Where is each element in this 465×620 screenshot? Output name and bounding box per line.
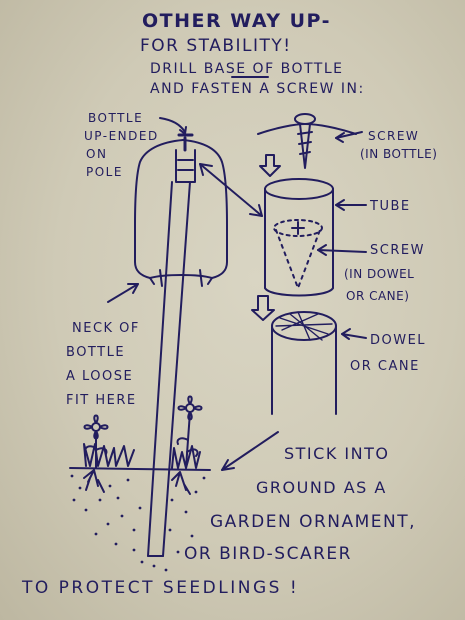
heading-line-3: DRILL BASE OF BOTTLE [150, 62, 343, 76]
label-neck-1: NECK OF [72, 321, 140, 336]
screw-drawing [257, 113, 357, 169]
soil-dots [70, 474, 206, 572]
label-dowel-2: OR CANE [350, 359, 420, 374]
label-screw-dowel-3: OR CANE) [346, 289, 410, 303]
label-bottle-4: POLE [86, 165, 123, 179]
label-dowel-1: DOWEL [370, 333, 427, 348]
label-bottle-1: BOTTLE [88, 111, 144, 125]
heading-drill: DRILL [150, 61, 204, 77]
label-bottle-3: ON [86, 147, 108, 161]
label-screw-dowel-2: (IN DOWEL [344, 267, 415, 281]
footer-line-5: TO PROTECT SEEDLINGS ! [22, 578, 300, 598]
footer-line-2: GROUND AS A [256, 478, 387, 497]
label-screw-dowel-1: SCREW [370, 243, 425, 258]
footer-line-4: OR BIRD-SCARER [184, 544, 352, 564]
dowel-drawing [271, 311, 337, 415]
pole-drawing [147, 181, 191, 557]
footer-line-3: GARDEN ORNAMENT, [210, 512, 417, 532]
ground-drawing [69, 395, 211, 495]
heading-line-4: AND FASTEN A SCREW IN: [150, 81, 365, 97]
arrow-to-neck [107, 283, 139, 303]
double-arrow [199, 163, 263, 217]
label-screw-bottle-1: SCREW [368, 129, 420, 143]
label-neck-3: A LOOSE [66, 369, 134, 384]
heading-line-1: OTHER WAY UP- [142, 10, 332, 32]
bottle-drawing [134, 133, 228, 287]
heading-of-bottle: OF BOTTLE [246, 61, 344, 77]
down-arrow-1 [259, 154, 281, 177]
down-arrow-2 [251, 295, 275, 321]
label-neck-2: BOTTLE [66, 345, 126, 360]
arrow-to-screw [159, 117, 186, 133]
arrow-to-ground [221, 431, 279, 471]
label-neck-4: FIT HERE [66, 393, 137, 408]
heading-line-2: FOR STABILITY! [140, 36, 292, 56]
footer-line-1: STICK INTO [284, 444, 390, 463]
tube-drawing [264, 178, 334, 297]
heading-base: BASE [203, 61, 247, 77]
label-screw-bottle-2: (IN BOTTLE) [360, 147, 438, 161]
label-bottle-2: UP-ENDED [84, 129, 159, 143]
label-tube: TUBE [370, 199, 411, 214]
